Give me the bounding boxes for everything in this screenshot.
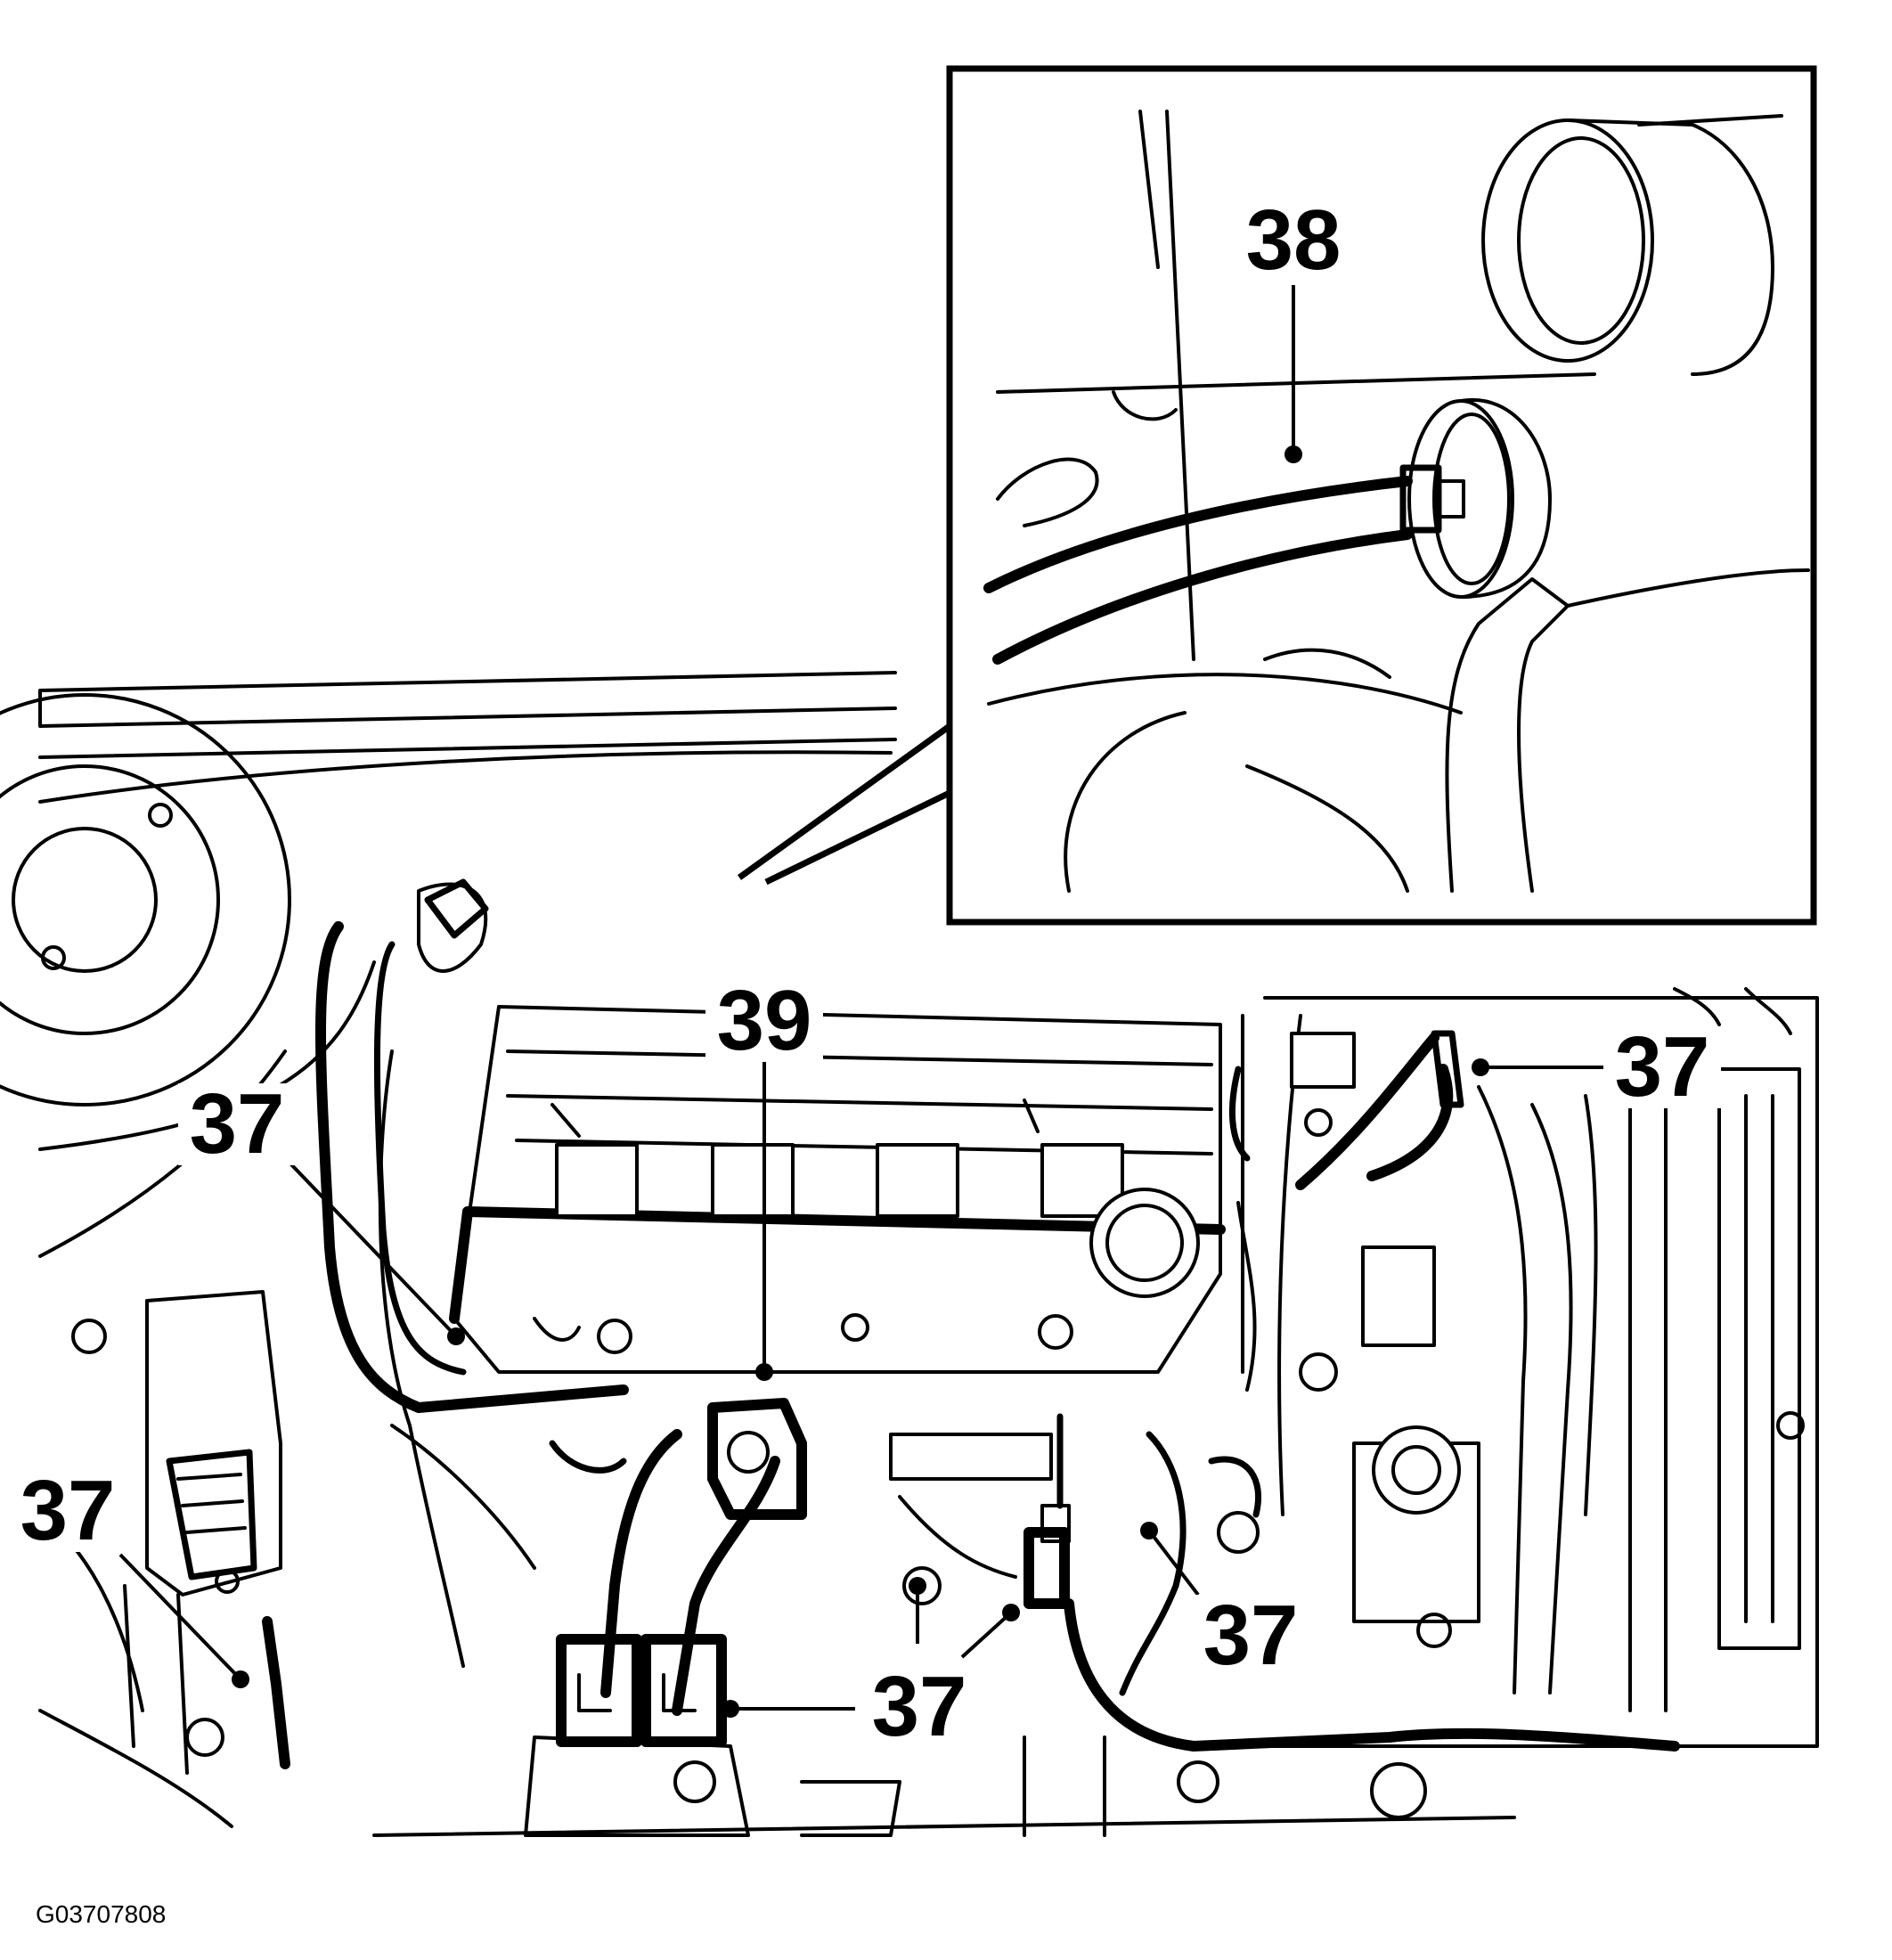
leader-dot-37-right-top [1472,1058,1489,1076]
callout-37-right-top: 37 [1615,1019,1710,1115]
callout-labels: 38 39 37 37 37 37 37 [9,192,1721,1754]
engine-bay-drawing [0,671,1819,1837]
leader-dot-37-center-b [909,1577,926,1595]
callout-38: 38 [1246,192,1342,288]
figure-id: G03707808 [36,1900,166,1928]
detail-inset [737,65,1817,926]
leader-lines [118,285,1603,1718]
callout-37-right-low: 37 [1203,1588,1299,1683]
leader-dot-39 [755,1363,773,1381]
callout-37-left-low: 37 [20,1463,116,1558]
leader-dot-37-center-a [722,1700,739,1718]
leader-dot-37-left-low [232,1670,249,1688]
callout-39: 39 [717,973,812,1068]
leader-dot-37-right-low [1140,1522,1158,1539]
leader-dot-37-left-mid [447,1327,465,1345]
callout-37-center-low: 37 [872,1659,967,1754]
callout-37-left-mid: 37 [190,1076,285,1172]
leader-dot-37-center-c [1002,1604,1020,1621]
leader-dot-38 [1284,445,1302,463]
inset-pointer [737,723,952,886]
